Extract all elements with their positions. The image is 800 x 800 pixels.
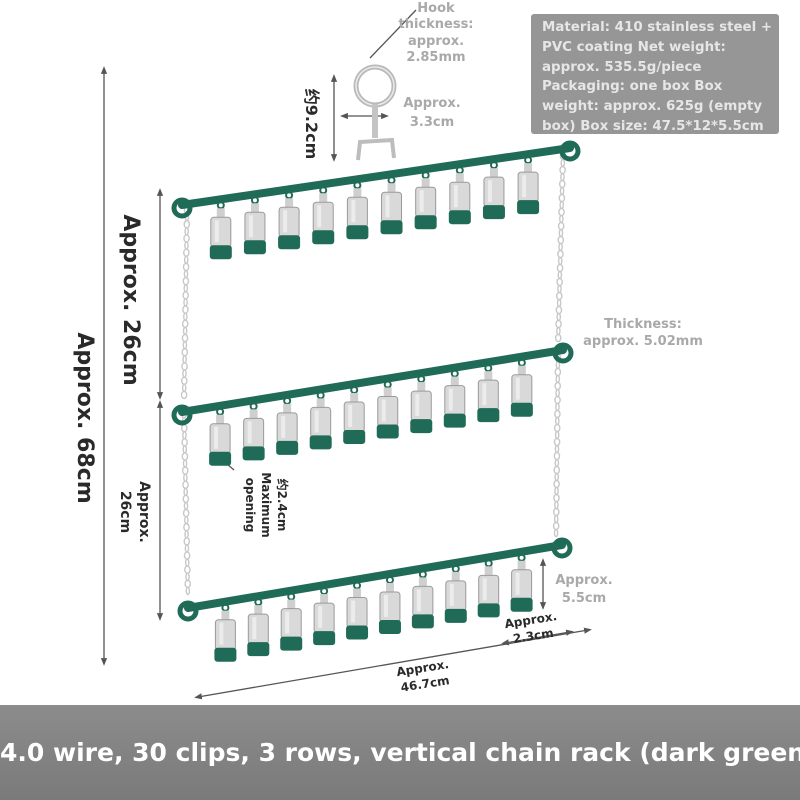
rack xyxy=(171,140,581,662)
clip-opening-label: 约2.4cm Maximum opening xyxy=(243,472,290,537)
svg-text:approx.: approx. xyxy=(408,34,464,49)
chain-left-upper xyxy=(180,205,191,400)
spec-box: Material: 410 stainless steel + PVC coat… xyxy=(531,14,779,134)
clip xyxy=(517,156,540,215)
svg-text:approx. 5.02mm: approx. 5.02mm xyxy=(583,334,703,349)
clip xyxy=(477,559,500,618)
clip xyxy=(343,385,366,444)
svg-text:Approx.: Approx. xyxy=(136,481,152,543)
svg-text:Thickness:: Thickness: xyxy=(604,317,682,332)
clip xyxy=(510,358,533,417)
clip xyxy=(242,402,265,461)
clip xyxy=(410,375,433,434)
clip xyxy=(448,166,471,225)
chain-right-lower xyxy=(552,353,562,538)
clip xyxy=(276,396,299,455)
svg-text:Approx.: Approx. xyxy=(403,96,460,111)
bar-thickness-label: Thickness: approx. 5.02mm xyxy=(583,317,703,349)
clip xyxy=(376,380,399,439)
clip xyxy=(346,181,369,240)
svg-text:2.3cm: 2.3cm xyxy=(512,626,555,646)
upper-gap-label: Approx. 26cm xyxy=(118,214,143,385)
svg-text:opening: opening xyxy=(243,478,257,533)
hook-width-label: Approx. 3.3cm xyxy=(403,96,460,130)
clip xyxy=(278,191,301,250)
clip xyxy=(482,161,505,220)
caption-bar: 4.0 wire, 30 clips, 3 rows, vertical cha… xyxy=(0,705,800,800)
spec-text: Material: 410 stainless steel + PVC coat… xyxy=(542,20,773,134)
clip xyxy=(414,171,437,230)
width-label: Approx. 46.7cm xyxy=(395,657,450,695)
hanger-row-3 xyxy=(177,537,573,662)
clip xyxy=(313,587,336,646)
svg-text:thickness:: thickness: xyxy=(398,17,473,32)
clip xyxy=(346,581,369,640)
clip xyxy=(214,603,237,662)
clip xyxy=(247,598,270,657)
svg-text:Hook: Hook xyxy=(417,1,455,16)
svg-text:5.5cm: 5.5cm xyxy=(562,591,606,606)
svg-text:3.3cm: 3.3cm xyxy=(410,115,454,130)
chains xyxy=(180,151,567,596)
hanger-row-1 xyxy=(171,140,581,260)
chain-left-lower xyxy=(180,409,191,596)
svg-text:Maximum: Maximum xyxy=(259,472,273,537)
svg-text:约2.4cm: 约2.4cm xyxy=(275,479,290,532)
svg-text:2.85mm: 2.85mm xyxy=(406,50,465,65)
clip xyxy=(209,407,232,466)
dimension-lines xyxy=(100,9,592,700)
clip xyxy=(209,201,232,260)
clip xyxy=(411,570,434,629)
clip xyxy=(380,176,403,235)
chain-right-upper xyxy=(554,151,567,343)
hanger-row-2 xyxy=(171,342,574,466)
svg-text:Approx.: Approx. xyxy=(555,573,612,588)
hook xyxy=(353,64,397,161)
clip xyxy=(378,575,401,634)
hook-height-label: 约9.2cm xyxy=(302,89,321,160)
clip-height-label: Approx. 5.5cm xyxy=(555,573,612,606)
clip xyxy=(510,553,533,612)
total-height-label: Approx. 68cm xyxy=(72,332,97,503)
svg-text:26cm: 26cm xyxy=(117,491,133,533)
clip xyxy=(443,369,466,428)
clip xyxy=(309,391,332,450)
clip xyxy=(243,196,266,255)
clip xyxy=(477,364,500,423)
clip xyxy=(312,186,335,245)
caption-text: 4.0 wire, 30 clips, 3 rows, vertical cha… xyxy=(0,738,800,767)
lower-gap-label: Approx. 26cm xyxy=(117,481,152,543)
clip xyxy=(444,564,467,623)
clip xyxy=(280,592,303,651)
hook-thickness-label: Hook thickness: approx. 2.85mm xyxy=(398,1,473,65)
